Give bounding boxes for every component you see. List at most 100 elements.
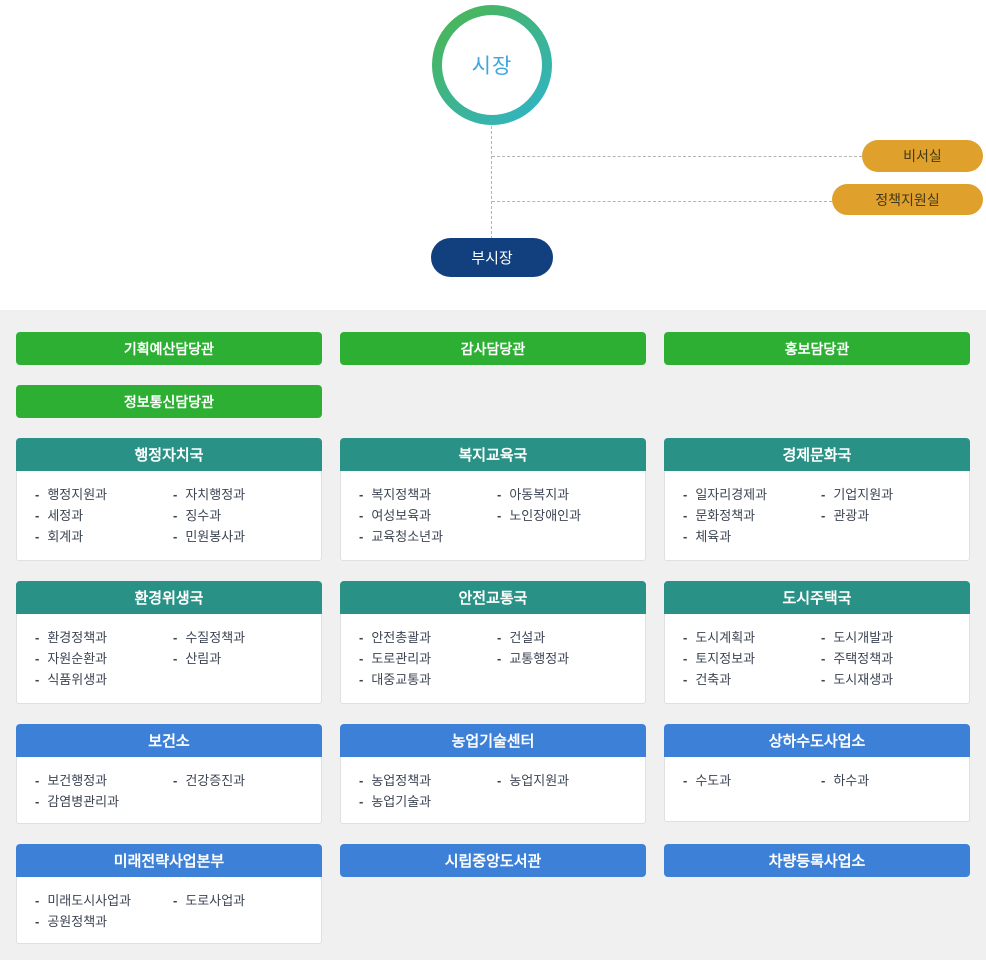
- org-card: 차량등록사업소: [664, 844, 970, 877]
- dash-bullet: -: [821, 487, 826, 502]
- department-label: 체육과: [695, 529, 732, 544]
- dash-bullet: -: [359, 529, 364, 544]
- department-item: -세정과: [35, 505, 165, 526]
- dash-bullet: -: [359, 651, 364, 666]
- dash-bullet: -: [497, 508, 502, 523]
- department-item: -관광과: [821, 505, 951, 526]
- org-card: 경제문화국 -일자리경제과-기업지원과-문화정책과-관광과-체육과: [664, 438, 970, 561]
- department-item: -기업지원과: [821, 484, 951, 505]
- dash-bullet: -: [35, 893, 40, 908]
- department-item: -여성보육과: [359, 505, 489, 526]
- department-item: -보건행정과: [35, 770, 165, 791]
- dash-bullet: -: [821, 508, 826, 523]
- staff-office-bar: 홍보담당관: [664, 332, 970, 365]
- staff-office-bar: 감사담당관: [340, 332, 646, 365]
- card-header: 농업기술센터: [340, 724, 646, 757]
- dash-bullet: -: [683, 630, 688, 645]
- dash-bullet: -: [497, 651, 502, 666]
- mayor-node: 시장: [432, 5, 552, 125]
- department-item: -문화정책과: [683, 505, 813, 526]
- department-item: -도로사업과: [173, 890, 303, 911]
- department-label: 공원정책과: [47, 914, 108, 929]
- staff-office-bar: 기획예산담당관: [16, 332, 322, 365]
- department-label: 농업지원과: [509, 773, 570, 788]
- department-item: -수질정책과: [173, 627, 303, 648]
- dash-bullet: -: [683, 672, 688, 687]
- department-item: -공원정책과: [35, 911, 165, 932]
- org-card: 보건소 -보건행정과-건강증진과-감염병관리과: [16, 724, 322, 824]
- dash-bullet: -: [35, 508, 40, 523]
- card-header: 경제문화국: [664, 438, 970, 471]
- card-header: 안전교통국: [340, 581, 646, 614]
- department-label: 민원봉사과: [185, 529, 246, 544]
- department-item: -아동복지과: [497, 484, 627, 505]
- org-card: 상하수도사업소 -수도과-하수과: [664, 724, 970, 822]
- department-label: 기업지원과: [833, 487, 894, 502]
- department-label: 징수과: [185, 508, 222, 523]
- department-label: 도시개발과: [833, 630, 894, 645]
- department-label: 건축과: [695, 672, 732, 687]
- dash-bullet: -: [173, 487, 178, 502]
- card-header: 시립중앙도서관: [340, 844, 646, 877]
- card-body: -수도과-하수과: [664, 757, 970, 822]
- dash-bullet: -: [35, 794, 40, 809]
- department-item: -대중교통과: [359, 669, 489, 690]
- department-item: -교통행정과: [497, 648, 627, 669]
- org-card: 농업기술센터 -농업정책과-농업지원과-농업기술과: [340, 724, 646, 824]
- dash-bullet: -: [359, 508, 364, 523]
- dash-bullet: -: [683, 529, 688, 544]
- org-card: 환경위생국 -환경정책과-수질정책과-자원순환과-산림과-식품위생과: [16, 581, 322, 704]
- department-label: 대중교통과: [371, 672, 432, 687]
- department-label: 회계과: [47, 529, 84, 544]
- department-label: 농업정책과: [371, 773, 432, 788]
- department-label: 자원순환과: [47, 651, 108, 666]
- org-card: 미래전략사업본부 -미래도시사업과-도로사업과-공원정책과: [16, 844, 322, 944]
- deputy-mayor-label: 부시장: [471, 250, 513, 267]
- department-label: 세정과: [47, 508, 84, 523]
- department-label: 식품위생과: [47, 672, 108, 687]
- card-header: 행정자치국: [16, 438, 322, 471]
- department-label: 도로사업과: [185, 893, 246, 908]
- department-item: -민원봉사과: [173, 526, 303, 547]
- department-item: -노인장애인과: [497, 505, 627, 526]
- department-label: 보건행정과: [47, 773, 108, 788]
- org-card: 안전교통국 -안전총괄과-건설과-도로관리과-교통행정과-대중교통과: [340, 581, 646, 704]
- dash-bullet: -: [173, 893, 178, 908]
- department-item: -체육과: [683, 526, 813, 547]
- card-body: -환경정책과-수질정책과-자원순환과-산림과-식품위생과: [16, 614, 322, 704]
- org-card: 행정자치국 -행정지원과-자치행정과-세정과-징수과-회계과-민원봉사과: [16, 438, 322, 561]
- connector-line-policy: [492, 201, 832, 202]
- department-label: 건설과: [509, 630, 546, 645]
- department-label: 환경정책과: [47, 630, 108, 645]
- card-body: -도시계획과-도시개발과-토지정보과-주택정책과-건축과-도시재생과: [664, 614, 970, 704]
- department-label: 도시재생과: [833, 672, 894, 687]
- department-item: -회계과: [35, 526, 165, 547]
- dash-bullet: -: [359, 773, 364, 788]
- department-item: -감염병관리과: [35, 791, 165, 812]
- department-item: -도로관리과: [359, 648, 489, 669]
- department-label: 행정지원과: [47, 487, 108, 502]
- department-item: -도시계획과: [683, 627, 813, 648]
- department-label: 미래도시사업과: [47, 893, 132, 908]
- department-label: 일자리경제과: [695, 487, 768, 502]
- dash-bullet: -: [35, 773, 40, 788]
- card-header: 복지교육국: [340, 438, 646, 471]
- org-card: 도시주택국 -도시계획과-도시개발과-토지정보과-주택정책과-건축과-도시재생과: [664, 581, 970, 704]
- dash-bullet: -: [35, 672, 40, 687]
- card-body: -일자리경제과-기업지원과-문화정책과-관광과-체육과: [664, 471, 970, 561]
- department-item: -건강증진과: [173, 770, 303, 791]
- dash-bullet: -: [821, 672, 826, 687]
- department-item: -교육청소년과: [359, 526, 489, 547]
- dash-bullet: -: [359, 630, 364, 645]
- department-item: -행정지원과: [35, 484, 165, 505]
- department-item: -농업정책과: [359, 770, 489, 791]
- connector-line-secretary: [492, 156, 862, 157]
- dash-bullet: -: [683, 651, 688, 666]
- department-label: 수질정책과: [185, 630, 246, 645]
- department-item: -미래도시사업과: [35, 890, 165, 911]
- department-item: -도시재생과: [821, 669, 951, 690]
- dash-bullet: -: [35, 529, 40, 544]
- department-item: -수도과: [683, 770, 813, 791]
- department-item: -안전총괄과: [359, 627, 489, 648]
